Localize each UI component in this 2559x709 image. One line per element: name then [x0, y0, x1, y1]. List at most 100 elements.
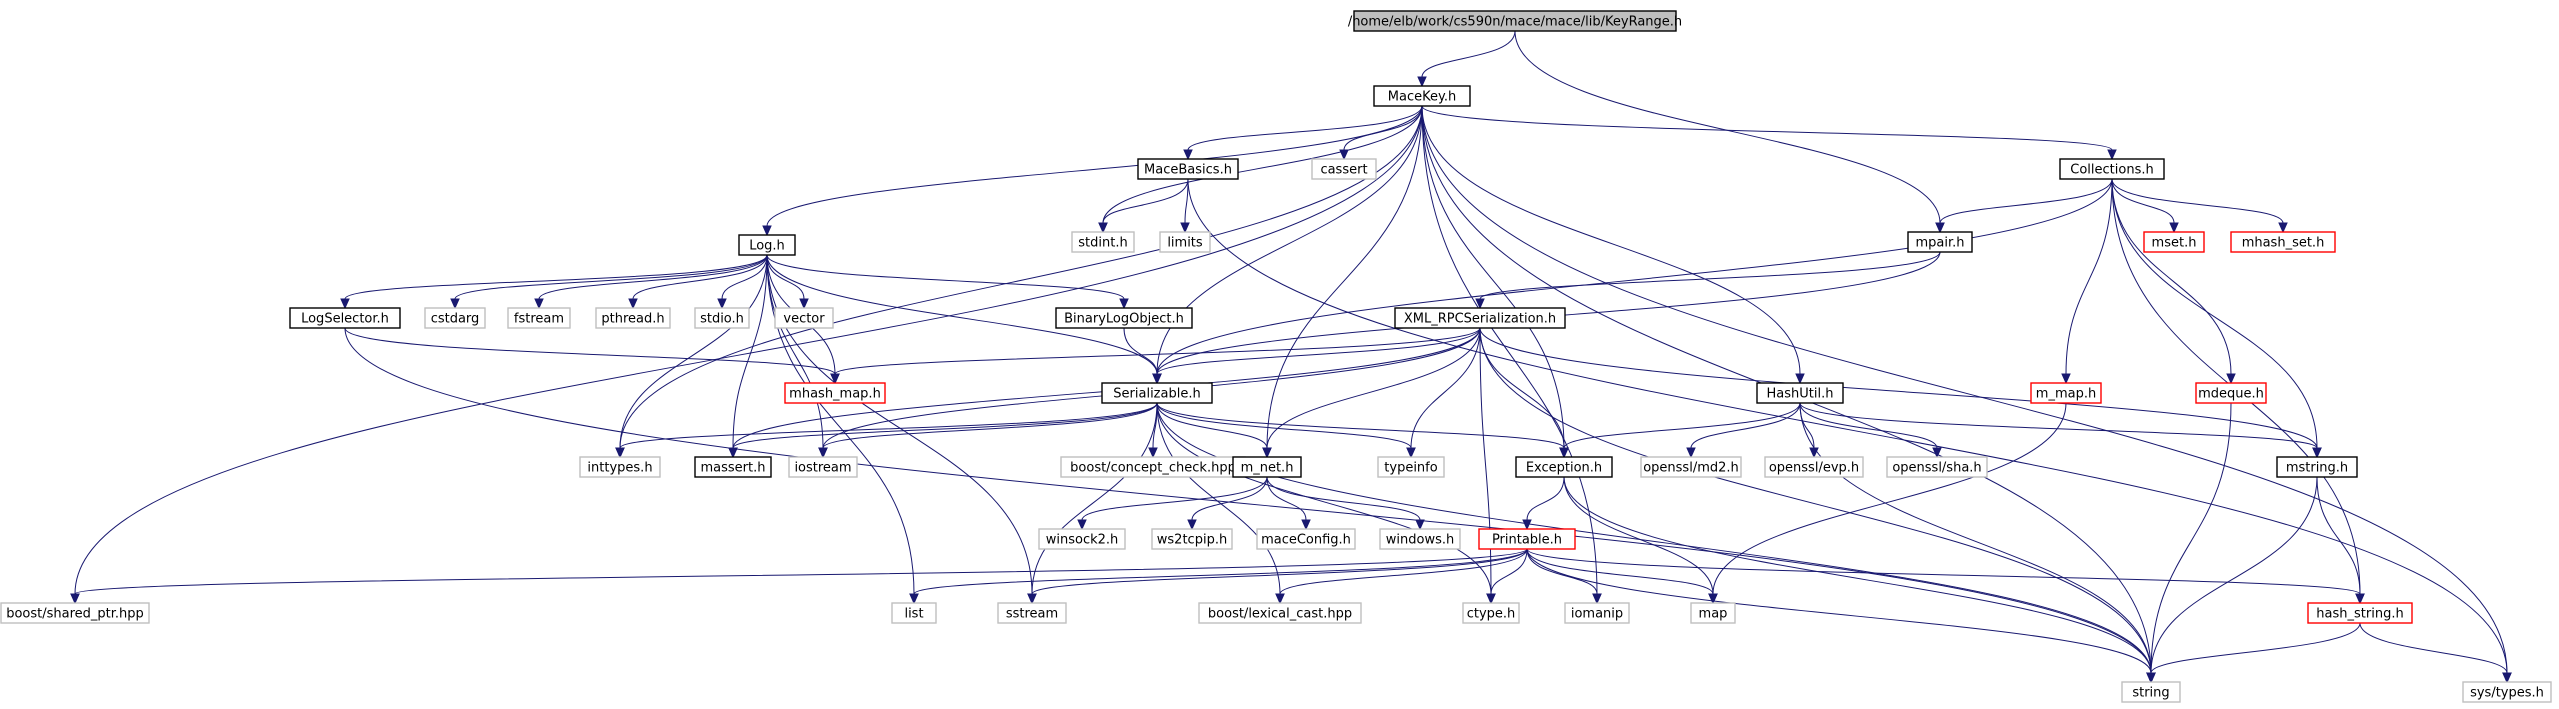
edge-log-to-cstdarg — [450, 254, 768, 310]
node-serializable[interactable]: Serializable.h — [1101, 382, 1213, 404]
node-log[interactable]: Log.h — [738, 234, 796, 256]
node-layer: /home/elb/work/cs590n/mace/mace/lib/KeyR… — [0, 10, 2552, 703]
node-box — [2276, 456, 2358, 478]
edge-mstring-to-string — [2146, 476, 2318, 684]
edge-xmlrpc-to-exception — [1479, 327, 1569, 459]
edge-macekey-to-macebasics — [1183, 105, 1423, 161]
node-collections[interactable]: Collections.h — [2059, 158, 2165, 180]
node-vector: vector — [774, 307, 834, 329]
edge-printable-to-iomanip — [1526, 548, 1602, 605]
node-box — [1256, 528, 1356, 550]
edge-log-to-vector — [766, 254, 809, 310]
edge-collections-to-mhashset — [2111, 178, 2288, 234]
node-macebasics[interactable]: MaceBasics.h — [1137, 158, 1239, 180]
node-massert[interactable]: massert.h — [694, 456, 772, 478]
edge-hashstring-to-systypes — [2359, 622, 2512, 684]
node-list: list — [891, 602, 937, 624]
node-conceptcheck: boost/concept_check.hpp — [1060, 456, 1246, 478]
node-box — [1038, 528, 1126, 550]
edge-hashstring-to-string — [2146, 622, 2361, 684]
node-hashstring[interactable]: hash_string.h — [2307, 602, 2413, 624]
node-label: ctype.h — [1467, 607, 1516, 622]
node-box — [2462, 681, 2552, 703]
node-mstring[interactable]: mstring.h — [2276, 456, 2358, 478]
node-mpair[interactable]: mpair.h — [1907, 231, 1973, 253]
edge-collections-to-mpair — [1935, 178, 2113, 234]
node-box — [738, 234, 796, 256]
edge-hashutil-to-string — [1799, 402, 2156, 684]
node-box — [579, 456, 661, 478]
node-stdio: stdio.h — [694, 307, 750, 329]
node-label: Log.h — [749, 239, 785, 254]
node-hashutil[interactable]: HashUtil.h — [1756, 382, 1844, 404]
edge-xmlrpc-to-typeinfo — [1406, 327, 1481, 459]
node-mnet[interactable]: m_net.h — [1232, 456, 1302, 478]
node-evp: openssl/evp.h — [1764, 456, 1864, 478]
node-box — [1564, 602, 1630, 624]
node-label: MaceBasics.h — [1144, 163, 1232, 178]
node-md2: openssl/md2.h — [1640, 456, 1742, 478]
edge-hashutil-to-exception — [1559, 402, 1801, 459]
node-label: inttypes.h — [587, 461, 652, 476]
node-label: cassert — [1320, 163, 1367, 178]
edge-macekey-to-log — [762, 105, 1423, 237]
node-label: Serializable.h — [1113, 387, 1200, 402]
node-label: mdeque.h — [2198, 387, 2264, 402]
node-keyrange[interactable]: /home/elb/work/cs590n/mace/mace/lib/KeyR… — [1348, 10, 1682, 32]
node-xmlrpc[interactable]: XML_RPCSerialization.h — [1394, 307, 1566, 329]
node-binarylog[interactable]: BinaryLogObject.h — [1055, 307, 1193, 329]
node-box — [1137, 158, 1239, 180]
node-macekey[interactable]: MaceKey.h — [1373, 85, 1471, 107]
node-mhashset[interactable]: mhash_set.h — [2230, 231, 2336, 253]
node-label: HashUtil.h — [1767, 387, 1834, 402]
node-exception[interactable]: Exception.h — [1515, 456, 1613, 478]
node-string: string — [2121, 681, 2181, 703]
node-iostream: iostream — [788, 456, 858, 478]
node-label: Collections.h — [2070, 163, 2153, 178]
edge-log-to-logselector — [340, 254, 768, 310]
node-label: fstream — [514, 312, 564, 327]
edge-logselector-to-string — [344, 327, 2156, 684]
node-mdeque[interactable]: mdeque.h — [2195, 382, 2267, 404]
node-sha: openssl/sha.h — [1886, 456, 1988, 478]
node-label: typeinfo — [1384, 461, 1437, 476]
node-box — [2195, 382, 2267, 404]
edge-xmlrpc-to-serializable — [1152, 327, 1481, 385]
node-box — [1373, 85, 1471, 107]
edge-printable-to-sstream — [1027, 548, 1528, 605]
edge-macekey-to-cassert — [1339, 105, 1423, 161]
edge-logselector-to-mhashmap — [344, 327, 840, 385]
node-mhashmap[interactable]: mhash_map.h — [784, 382, 886, 404]
node-label: limits — [1167, 236, 1203, 251]
node-box — [2307, 602, 2413, 624]
node-mmap[interactable]: m_map.h — [2030, 382, 2102, 404]
node-label: massert.h — [701, 461, 766, 476]
node-sharedptr: boost/shared_ptr.hpp — [0, 602, 150, 624]
node-label: cstdarg — [431, 312, 480, 327]
edge-mnet-to-windows — [1266, 476, 1425, 531]
node-box — [774, 307, 834, 329]
node-label: ws2tcpip.h — [1157, 533, 1227, 548]
node-pthread: pthread.h — [595, 307, 671, 329]
node-logselector[interactable]: LogSelector.h — [289, 307, 401, 329]
edge-log-to-pthread — [628, 254, 768, 310]
edge-keyrange-to-macekey — [1417, 30, 1516, 88]
edge-serializable-to-massert — [728, 402, 1158, 459]
node-box — [2143, 231, 2205, 253]
edge-xmlrpc-to-mstring — [1479, 327, 2322, 459]
node-label: stdio.h — [700, 312, 744, 327]
node-sstream: sstream — [997, 602, 1067, 624]
node-box — [424, 307, 486, 329]
edge-log-to-fstream — [534, 254, 768, 310]
node-box — [2059, 158, 2165, 180]
edge-serializable-to-mnet — [1156, 402, 1272, 459]
edge-collections-to-mdeque — [2111, 178, 2236, 385]
node-maceconfig: maceConfig.h — [1256, 528, 1356, 550]
node-label: XML_RPCSerialization.h — [1404, 312, 1556, 327]
node-box — [289, 307, 401, 329]
node-box — [1353, 10, 1677, 32]
node-printable[interactable]: Printable.h — [1478, 528, 1576, 550]
node-label: openssl/md2.h — [1643, 461, 1739, 476]
edge-collections-to-mset — [2111, 178, 2179, 234]
node-mset[interactable]: mset.h — [2143, 231, 2205, 253]
